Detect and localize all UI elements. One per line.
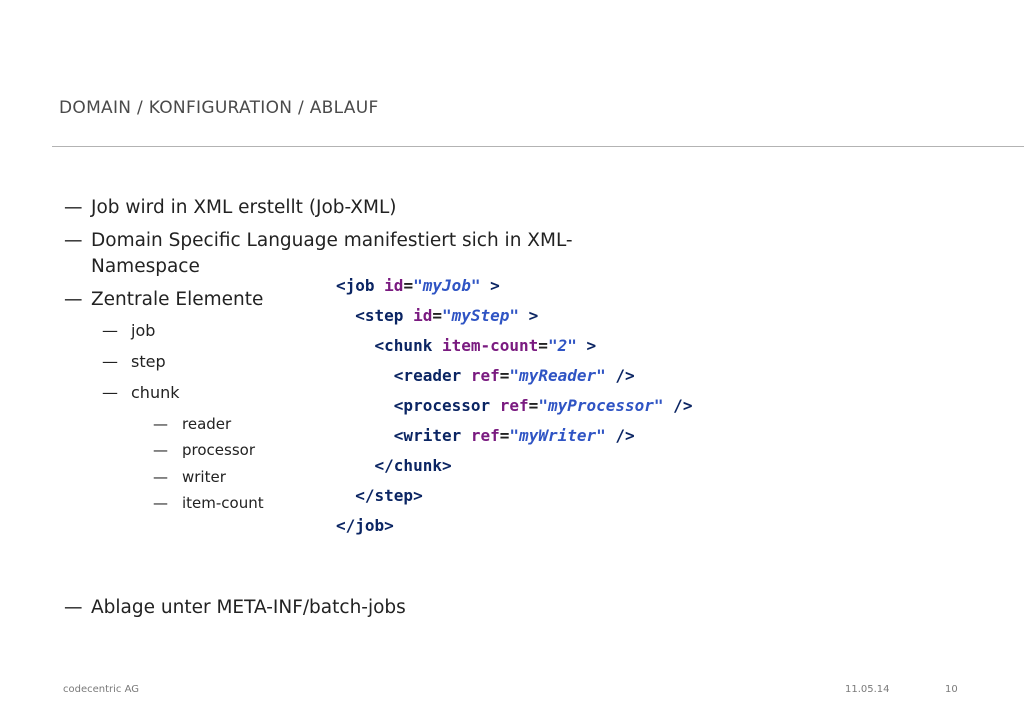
bullet-dash: — [102, 321, 118, 340]
bullet-text: writer [182, 468, 226, 486]
xml-attribute: ref [499, 396, 529, 415]
xml-value: "2" [547, 336, 577, 355]
bullet-dash: — [64, 597, 83, 618]
sub-sub-bullet-item-count: — item-count [153, 494, 264, 512]
xml-value: "myStep" [441, 306, 520, 325]
bullet-text: step [131, 352, 166, 371]
code-line: <processor ref="myProcessor" /> [393, 396, 693, 415]
xml-tag: </chunk> [374, 456, 452, 475]
sub-sub-bullet-writer: — writer [153, 468, 226, 486]
bullet-text: chunk [131, 383, 180, 402]
xml-tag: <step [355, 306, 404, 325]
code-line: </job> [336, 516, 394, 535]
bullet-job-xml: — Job wird in XML erstellt (Job-XML) [64, 197, 396, 218]
xml-value: "myReader" [509, 366, 606, 385]
bullet-dsl: — Domain Specific Language manifestiert … [64, 230, 573, 251]
bullet-dash: — [153, 468, 168, 486]
bullet-text: reader [182, 415, 232, 433]
xml-value: "myWriter" [509, 426, 606, 445]
sub-bullet-chunk: — chunk [102, 383, 179, 402]
bullet-text: item-count [182, 494, 264, 512]
code-line: <chunk item-count="2" > [374, 336, 597, 355]
bullet-text: Namespace [91, 256, 200, 277]
xml-tag: </job> [336, 516, 394, 535]
bullet-text: processor [182, 441, 255, 459]
sub-bullet-job: — job [102, 321, 155, 340]
bullet-dsl-continued: Namespace [91, 256, 200, 277]
code-line: </chunk> [336, 456, 452, 475]
bullet-text: Ablage unter META-INF/batch-jobs [91, 597, 406, 618]
bullet-storage: — Ablage unter META-INF/batch-jobs [64, 597, 406, 618]
xml-attribute: id [413, 306, 433, 325]
bullet-dash: — [153, 415, 168, 433]
bullet-central-elements: — Zentrale Elemente [64, 289, 263, 310]
bullet-text: Domain Specific Language manifestiert si… [91, 230, 573, 251]
xml-tag: <writer [393, 426, 462, 445]
bullet-dash: — [153, 441, 168, 459]
bullet-dash: — [102, 352, 118, 371]
bullet-dash: — [102, 383, 118, 402]
bullet-dash: — [153, 494, 168, 512]
sub-bullet-step: — step [102, 352, 166, 371]
slide-title: DOMAIN / KONFIGURATION / ABLAUF [59, 98, 379, 118]
xml-attribute: ref [470, 426, 500, 445]
xml-tag: <reader [393, 366, 462, 385]
bullet-dash: — [64, 197, 83, 218]
title-divider [52, 146, 1024, 147]
bullet-text: Zentrale Elemente [91, 289, 264, 310]
code-line: <reader ref="myReader" /> [393, 366, 635, 385]
code-line: <step id="myStep" > [355, 306, 539, 325]
xml-attribute: id [384, 276, 404, 295]
xml-attribute: item-count [441, 336, 539, 355]
xml-value: "myJob" [413, 276, 481, 295]
bullet-text: Job wird in XML erstellt (Job-XML) [91, 197, 397, 218]
xml-tag: <job [336, 276, 375, 295]
sub-sub-bullet-processor: — processor [153, 441, 255, 459]
xml-tag: </step> [355, 486, 423, 505]
footer-date: 11.05.14 [845, 684, 890, 695]
bullet-dash: — [64, 230, 83, 251]
sub-sub-bullet-reader: — reader [153, 415, 231, 433]
xml-attribute: ref [470, 366, 500, 385]
footer-page-number: 10 [945, 684, 958, 695]
bullet-dash: — [64, 289, 83, 310]
xml-tag: <chunk [374, 336, 433, 355]
xml-tag: <processor [393, 396, 491, 415]
code-line: <writer ref="myWriter" /> [393, 426, 635, 445]
footer-company: codecentric AG [63, 684, 140, 695]
code-line: <job id="myJob" > [336, 276, 500, 295]
xml-value: "myProcessor" [538, 396, 664, 415]
bullet-text: job [131, 321, 156, 340]
code-line: </step> [336, 486, 423, 505]
